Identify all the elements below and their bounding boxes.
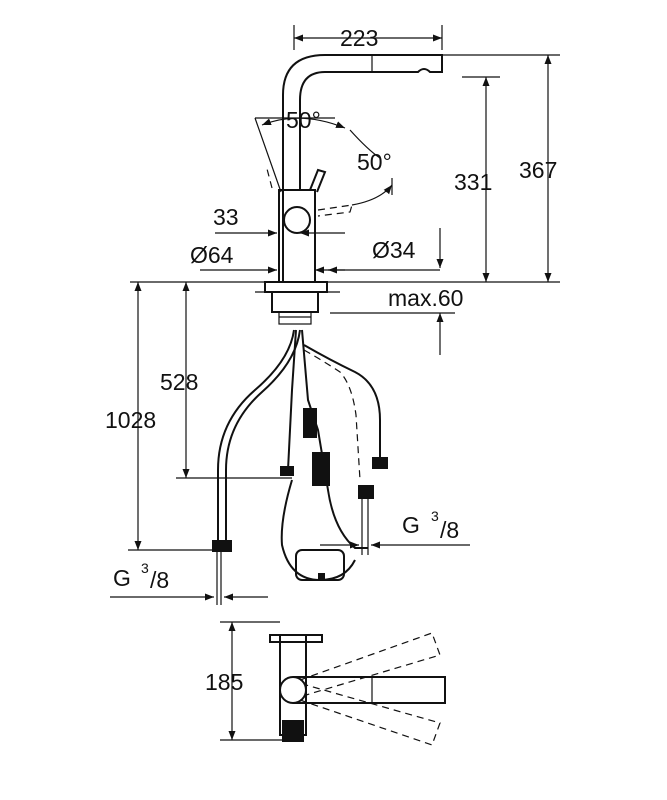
top-view-spout-rotated-up [299,632,441,696]
lever-position-dashed-left [265,164,273,189]
faucet-base [264,281,328,293]
dim-angle-2: 50° [357,149,392,175]
top-view-lever [269,634,323,643]
top-view-shank [282,720,304,742]
faucet-side-view [255,54,443,325]
dim-max-deck: max.60 [388,285,463,311]
dim-angle-1: 50° [286,107,321,133]
valve-right [358,485,374,499]
dim-height-331: 331 [454,169,492,195]
angle-arc-2 [351,184,393,206]
dim-connection-right-sup: 3 [431,508,439,524]
dim-connection-left-sup: 3 [141,560,149,576]
lever-handle [309,168,327,193]
dim-connection-right-den: /8 [440,517,459,543]
dim-hole-diameter: Ø34 [372,237,416,263]
connector-left [212,540,232,552]
dim-connection-left-den: /8 [150,567,169,593]
dim-lever-offset: 33 [213,204,239,230]
hose-right-dashed [303,349,361,481]
top-view-spout-rotated-down [299,684,441,746]
hose-loop [280,479,356,582]
supply-hoses [212,329,388,605]
connector-right [372,457,388,469]
weight-clip [318,573,325,581]
dim-spout-reach: 223 [340,25,378,51]
hose-middle [287,329,297,471]
quick-connector [312,452,330,486]
check-valve [303,408,317,438]
top-view-spout-pivot [279,676,307,704]
hose-left [217,329,295,540]
dim-connection-right: G [402,512,420,538]
dim-height-367: 367 [519,157,557,183]
faucet-top-view: 185 [205,621,446,746]
faucet-body-outline [282,54,443,282]
angle-arc-connector [349,129,381,159]
top-view-spout [293,676,446,704]
mounting-shank [278,311,312,325]
lever-position-dashed-right [317,204,353,217]
hose-right [303,344,381,460]
dim-connection-left: G [113,565,131,591]
dim-base-diameter: Ø64 [190,242,234,268]
dim-hose-1028: 1028 [105,407,156,433]
angle-line-left [254,117,282,193]
dim-hose-528: 528 [160,369,198,395]
angle-arc-1 [261,117,346,129]
handle-knob [283,206,311,234]
dim-depth-185: 185 [205,669,243,695]
lever-housing [278,189,316,283]
dimensions-side: 223 367 331 50° 50° 33 Ø64 Ø34 [105,25,560,601]
connector-middle [280,466,294,476]
mounting-nut [271,291,319,313]
